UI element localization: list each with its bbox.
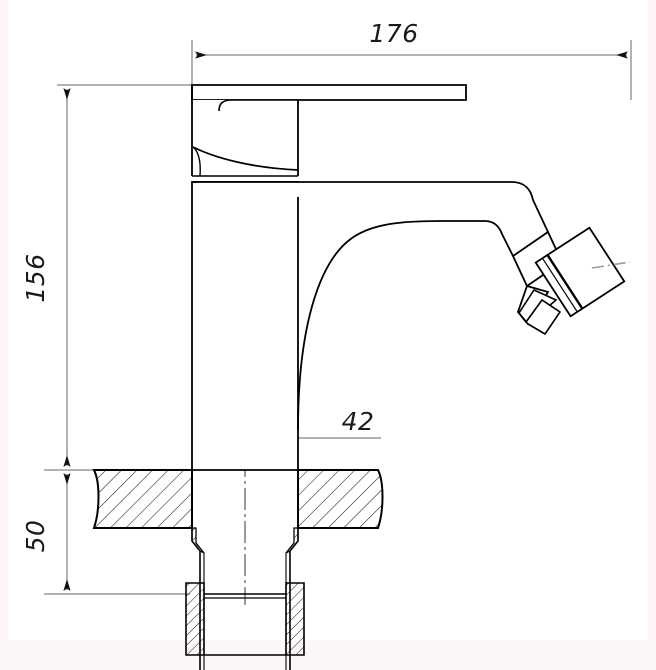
shank-collar-left — [191, 527, 205, 554]
dim-label-156: 156 — [21, 253, 50, 302]
body-outline — [191, 181, 299, 471]
countertop-right-slab — [297, 469, 384, 529]
aerator-axis-centerline — [591, 261, 631, 269]
handle-top-plate — [191, 84, 467, 101]
countertop-section — [92, 469, 384, 529]
mounting-nut-right — [285, 582, 305, 656]
aerator-block-body — [534, 226, 626, 318]
handle-left-return — [192, 146, 201, 177]
spout-top-profile — [192, 181, 549, 233]
handle-underside-curve — [192, 146, 299, 171]
dimension-labels: 176 156 42 50 — [21, 19, 418, 553]
faucet-body — [191, 181, 299, 471]
spout — [192, 181, 564, 431]
lever-handle — [191, 84, 467, 177]
dim-label-50: 50 — [21, 520, 50, 553]
aerator-assembly — [516, 226, 631, 336]
threaded-shank-assembly — [185, 527, 305, 670]
shank-collar-right — [285, 527, 299, 554]
aerator-block-face-line-2 — [541, 257, 578, 313]
countertop-left-slab — [92, 469, 193, 529]
aerator-block-face-line-1 — [546, 254, 584, 310]
aerator-block-group — [534, 226, 626, 318]
dim-label-42: 42 — [342, 407, 375, 436]
aerator-bracket — [517, 298, 562, 336]
dim-label-176: 176 — [369, 19, 418, 48]
spout-underside-profile — [297, 220, 514, 431]
mounting-nut-left — [185, 582, 205, 656]
handle-inner-grip-curve — [218, 99, 298, 112]
